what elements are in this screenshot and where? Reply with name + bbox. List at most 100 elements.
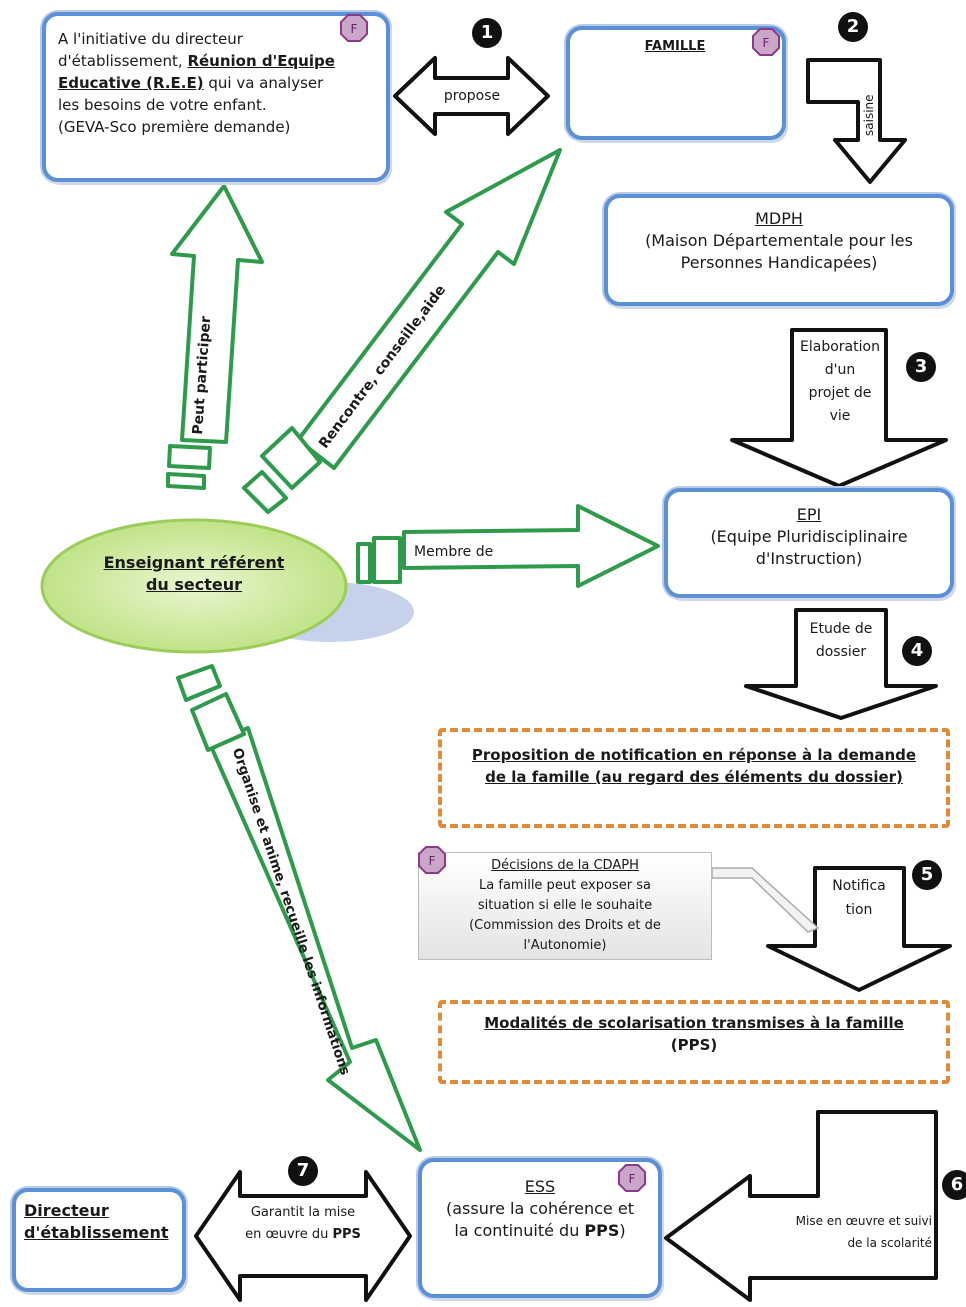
modalites-text: Modalités de scolarisation transmises à …: [444, 1012, 944, 1056]
mdph-line2: Personnes Handicapées): [680, 253, 878, 272]
directeur-text: Directeur d'établissement: [24, 1200, 184, 1244]
etude-line1: Etude de: [809, 621, 873, 637]
organise-arrow: [176, 664, 422, 1152]
proposition-line2: de la famille (au regard des éléments du…: [485, 768, 903, 786]
f-badge-ess-letter: F: [629, 1172, 636, 1186]
ess-line2-suffix: ): [619, 1221, 626, 1240]
elaboration-line4: vie: [829, 408, 851, 424]
etude-label: Etude de dossier: [798, 618, 884, 664]
mise-en-oeuvre-label: Mise en œuvre et suivi de la scolarité: [752, 1210, 932, 1254]
ess-title: ESS: [524, 1177, 556, 1196]
etude-arrow: [744, 608, 938, 720]
mise-line1: Mise en œuvre et suivi: [795, 1214, 932, 1228]
elaboration-line1: Elaboration: [800, 339, 880, 355]
f-badge-cdaph-letter: F: [429, 854, 436, 868]
etude-line2: dossier: [815, 644, 867, 660]
ree-line2: d'établissement, Réunion d'Equipe: [58, 50, 378, 72]
step-5-badge: 5: [912, 860, 942, 890]
step-7-badge: 7: [288, 1156, 318, 1186]
f-badge-ree-letter: F: [351, 22, 358, 36]
ess-line1: (assure la cohérence et: [446, 1199, 634, 1218]
f-badge-famille: F: [752, 28, 780, 56]
modalites-line2: (PPS): [670, 1036, 718, 1054]
cdaph-box: [418, 852, 712, 960]
ess-line2-bold: PPS: [584, 1221, 620, 1240]
membre-label: Membre de: [414, 544, 494, 560]
cdaph-callout-pointer: [711, 867, 820, 933]
enseignant-ellipse: [40, 518, 348, 654]
ree-text: A l'initiative du directeur d'établissem…: [58, 28, 378, 138]
mdph-text: MDPH (Maison Départementale pour les Per…: [610, 208, 948, 274]
propose-double-arrow: [393, 56, 550, 136]
proposition-box: [438, 728, 950, 828]
rencontre-arrow: [242, 148, 562, 514]
f-badge-famille-letter: F: [763, 36, 770, 50]
ree-line5: (GEVA-Sco première demande): [58, 118, 291, 136]
ree-line4: les besoins de votre enfant.: [58, 96, 267, 114]
proposition-text: Proposition de notification en réponse à…: [444, 744, 944, 788]
modalites-line1: Modalités de scolarisation transmises à …: [484, 1014, 904, 1032]
garantit-line2: en œuvre du PPS: [236, 1224, 370, 1246]
epi-box: [664, 488, 954, 598]
mdph-line1: (Maison Départementale pour les: [645, 231, 913, 250]
f-badge-ree: F: [340, 14, 368, 42]
ess-text: ESS (assure la cohérence et la continuit…: [422, 1176, 658, 1242]
directeur-box: [12, 1188, 186, 1292]
ellipse-line2: du secteur: [145, 575, 243, 594]
step-6-badge: 6: [942, 1170, 966, 1200]
ellipse-line1: Enseignant référent: [103, 553, 285, 572]
ess-line2: la continuité du PPS): [422, 1220, 658, 1242]
ree-line3-rest: qui va analyser: [203, 74, 324, 92]
cdaph-line3: situation si elle le souhaite: [477, 898, 653, 913]
membre-arrow: [356, 504, 660, 588]
ree-line3-bold: Educative (R.E.E): [58, 74, 204, 92]
step-4-badge: 4: [902, 636, 932, 666]
peut-participer-arrow: [166, 184, 264, 490]
saisine-label: saisine: [862, 94, 876, 136]
epi-line2: d'Instruction): [755, 549, 863, 568]
ree-line3: Educative (R.E.E) qui va analyser: [58, 72, 378, 94]
ree-line1: A l'initiative du directeur: [58, 30, 243, 48]
elaboration-line2: d'un: [824, 362, 856, 378]
mdph-title: MDPH: [755, 209, 803, 228]
epi-text: EPI (Equipe Pluridisciplinaire d'Instruc…: [670, 504, 948, 570]
ellipse-text: Enseignant référent du secteur: [72, 552, 316, 596]
epi-title: EPI: [796, 505, 822, 524]
directeur-line2: d'établissement: [24, 1223, 169, 1242]
notification-line2: tion: [845, 902, 873, 918]
f-badge-cdaph: F: [418, 846, 446, 874]
garantit-line2-bold: PPS: [332, 1227, 361, 1242]
mise-line2: de la scolarité: [847, 1236, 932, 1250]
step-3-badge: 3: [906, 352, 936, 382]
garantit-line2-prefix: en œuvre du: [245, 1227, 333, 1242]
cdaph-line2: La famille peut exposer sa: [479, 878, 651, 893]
cdaph-text: Décisions de la CDAPH La famille peut ex…: [420, 856, 710, 956]
ree-line2-prefix: d'établissement,: [58, 52, 188, 70]
garantit-line1: Garantit la mise: [250, 1205, 356, 1220]
famille-title: FAMILLE: [644, 39, 706, 54]
elaboration-line3: projet de: [808, 385, 872, 401]
mdph-box: [604, 194, 954, 306]
notification-arrow: [766, 866, 952, 992]
cdaph-line4: (Commission des Droits et de: [469, 918, 661, 933]
elaboration-arrow: [730, 328, 948, 488]
notification-line1: Notifica: [832, 878, 886, 894]
elaboration-label: Elaboration d'un projet de vie: [796, 336, 884, 428]
step-2-badge: 2: [838, 12, 868, 42]
propose-label: propose: [443, 88, 501, 104]
cdaph-line1: Décisions de la CDAPH: [491, 858, 639, 873]
f-badge-ess: F: [618, 1164, 646, 1192]
famille-box: [566, 26, 786, 140]
modalites-box: [438, 1000, 950, 1084]
saisine-arrow: [806, 58, 907, 184]
cdaph-line5: l'Autonomie): [523, 938, 607, 953]
proposition-line1: Proposition de notification en réponse à…: [471, 746, 917, 764]
ree-line2-bold: Réunion d'Equipe: [187, 52, 335, 70]
garantit-double-arrow: [194, 1170, 412, 1302]
notification-label: Notifica tion: [818, 874, 900, 922]
mise-en-oeuvre-arrow: [664, 1110, 938, 1302]
ree-box: [42, 12, 390, 182]
step-1-badge: 1: [472, 18, 502, 48]
